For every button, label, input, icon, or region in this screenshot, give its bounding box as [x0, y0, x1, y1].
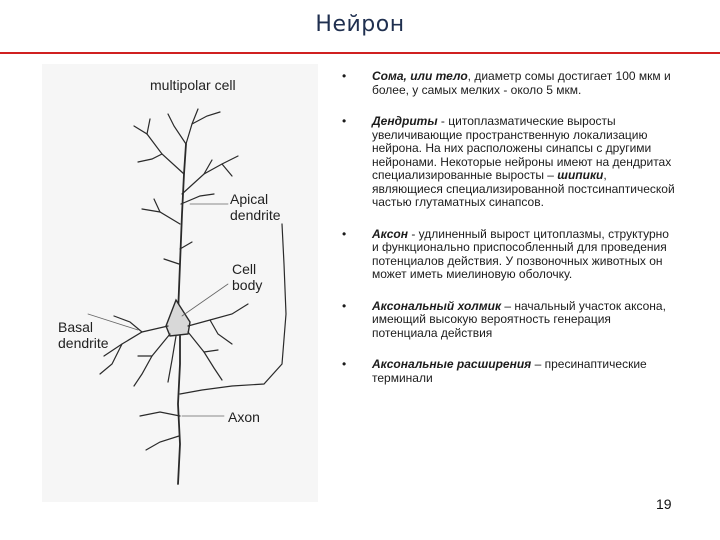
slide-title: Нейрон — [315, 12, 405, 37]
page-number: 19 — [656, 496, 672, 512]
bullet-dot: • — [342, 69, 347, 83]
bullet-text: – пресинаптические терминали — [372, 357, 647, 385]
bullet-dot: • — [342, 298, 347, 313]
bullet-item: • Аксональный холмик – начальный участок… — [340, 298, 676, 341]
bullet-term: Дендриты — [372, 114, 438, 128]
bullet-item: • Аксон - удлиненный вырост цитоплазмы, … — [340, 226, 676, 282]
bullet-text: , диаметр сомы достигает 100 мкм и более… — [372, 69, 671, 97]
figure-caption: multipolar cell — [150, 77, 236, 93]
bullet-item: • Сома, или тело, диаметр сомы достигает… — [340, 69, 676, 97]
label-axon: Axon — [228, 409, 260, 425]
bullet-list: • Сома, или тело, диаметр сомы достигает… — [340, 69, 676, 403]
bullet-term: Аксональный холмик — [372, 298, 502, 313]
bullet-term: Аксональные расширения — [372, 357, 532, 371]
bullet-text-secondary: , являющиеся специализированной постсина… — [372, 168, 675, 209]
label-apical-2: dendrite — [230, 207, 281, 223]
bullet-term: Сома, или тело — [372, 69, 468, 83]
bullet-term: Аксон — [372, 226, 408, 241]
bullet-item: • Аксональные расширения – пресинаптичес… — [340, 357, 676, 385]
label-cell-2: body — [232, 277, 262, 293]
bullet-term-secondary: шипики — [557, 168, 604, 182]
bullet-text: - цитоплазматические выросты увеличивающ… — [372, 114, 672, 182]
bullet-dot: • — [342, 226, 347, 241]
label-cell-1: Cell — [232, 261, 256, 277]
label-basal-1: Basal — [58, 319, 93, 335]
bullet-item: • Дендриты - цитоплазматические выросты … — [340, 114, 676, 210]
bullet-text: – начальный участок аксона, имеющий высо… — [372, 298, 666, 340]
bullet-text: - удлиненный вырост цитоплазмы, структур… — [372, 226, 669, 281]
label-apical-1: Apical — [230, 191, 268, 207]
neuron-drawing: multipolar cell Apical dendrite Cell bod… — [58, 77, 287, 485]
neuron-figure: multipolar cell Apical dendrite Cell bod… — [42, 64, 318, 502]
title-divider — [0, 52, 720, 54]
label-basal-2: dendrite — [58, 335, 109, 351]
bullet-dot: • — [342, 357, 347, 371]
bullet-dot: • — [342, 114, 347, 128]
